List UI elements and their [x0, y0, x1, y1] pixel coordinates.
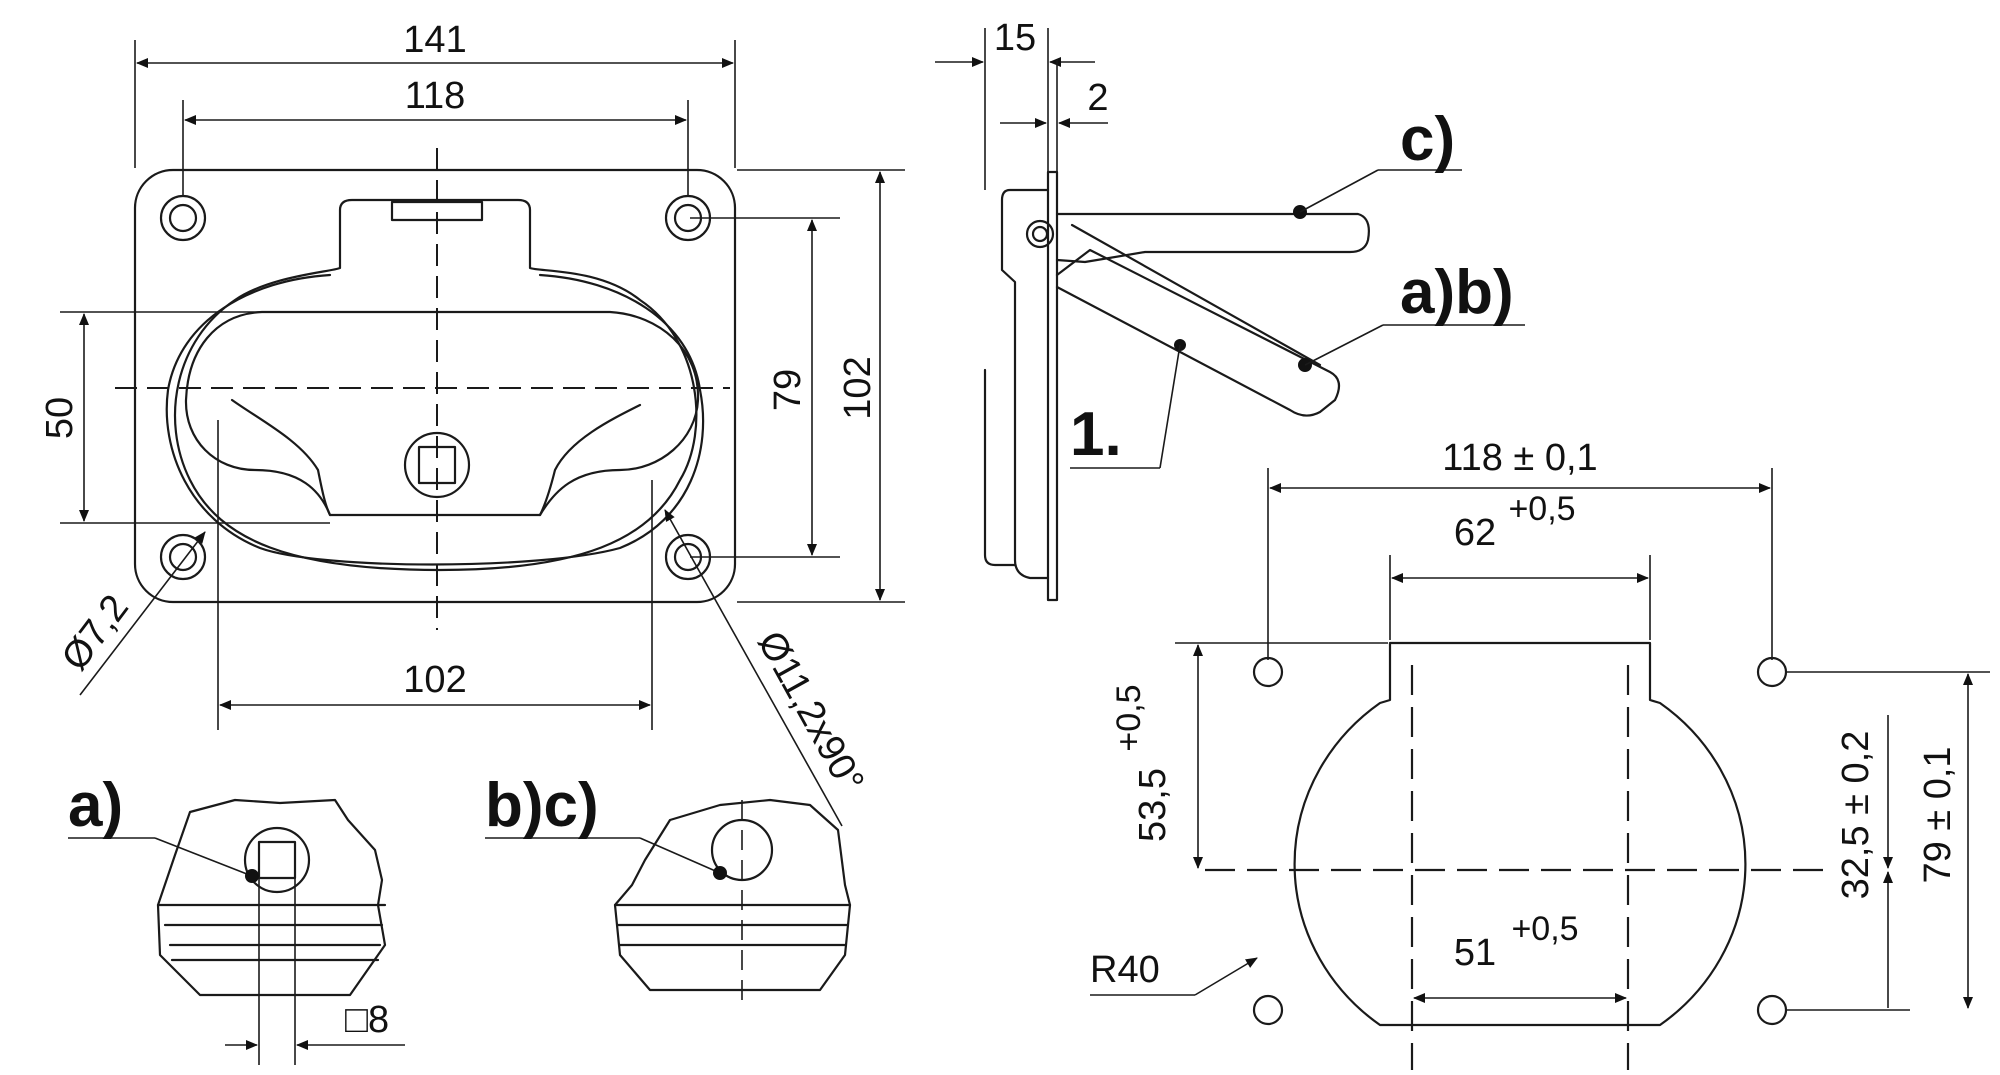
dim-cutout-79: 79 ± 0,1 [1917, 746, 1959, 883]
dim-countersink: Ø11,2x90° [749, 625, 872, 800]
front-view: 141 118 79 102 50 102 Ø7,2 Ø11,2x90° [39, 19, 905, 827]
detail-a: □8 a) [68, 771, 405, 1065]
tol-cutout-53-5: +0,5 [1110, 684, 1148, 751]
label-bc: b)c) [485, 771, 599, 840]
mounting-hole [159, 194, 207, 242]
dim-square-8: □8 [345, 999, 389, 1041]
tol-cutout-62: +0,5 [1508, 490, 1575, 528]
mounting-hole [159, 533, 207, 581]
tol-cutout-51: +0,5 [1511, 910, 1578, 948]
dim-cutout-118: 118 ± 0,1 [1442, 437, 1597, 479]
dim-79: 79 [767, 369, 809, 411]
dim-2: 2 [1087, 77, 1108, 119]
label-ab: a)b) [1400, 258, 1514, 327]
dim-141: 141 [403, 19, 466, 61]
label-1: 1. [1070, 400, 1122, 469]
side-view: 15 2 c) a)b) 1. [935, 17, 1525, 602]
dim-102-horizontal: 102 [403, 659, 466, 701]
dim-102-vertical: 102 [837, 356, 879, 419]
label-c: c) [1400, 105, 1455, 174]
dim-cutout-62: 62 [1454, 512, 1496, 554]
dim-50: 50 [39, 397, 81, 439]
dim-118: 118 [405, 75, 466, 117]
dim-cutout-32-5: 32,5 ± 0,2 [1835, 731, 1877, 900]
dim-hole-diameter: Ø7,2 [54, 587, 137, 678]
detail-bc: b)c) [485, 771, 852, 1000]
dim-cutout-53-5: 53,5 [1132, 768, 1174, 842]
dim-cutout-51: 51 [1454, 932, 1496, 974]
dim-15: 15 [994, 17, 1036, 59]
label-a: a) [68, 771, 123, 840]
panel-cutout: 118 ± 0,1 62 +0,5 51 +0,5 53,5 +0,5 32,5… [1090, 437, 1990, 1070]
dim-cutout-r40: R40 [1090, 949, 1160, 991]
